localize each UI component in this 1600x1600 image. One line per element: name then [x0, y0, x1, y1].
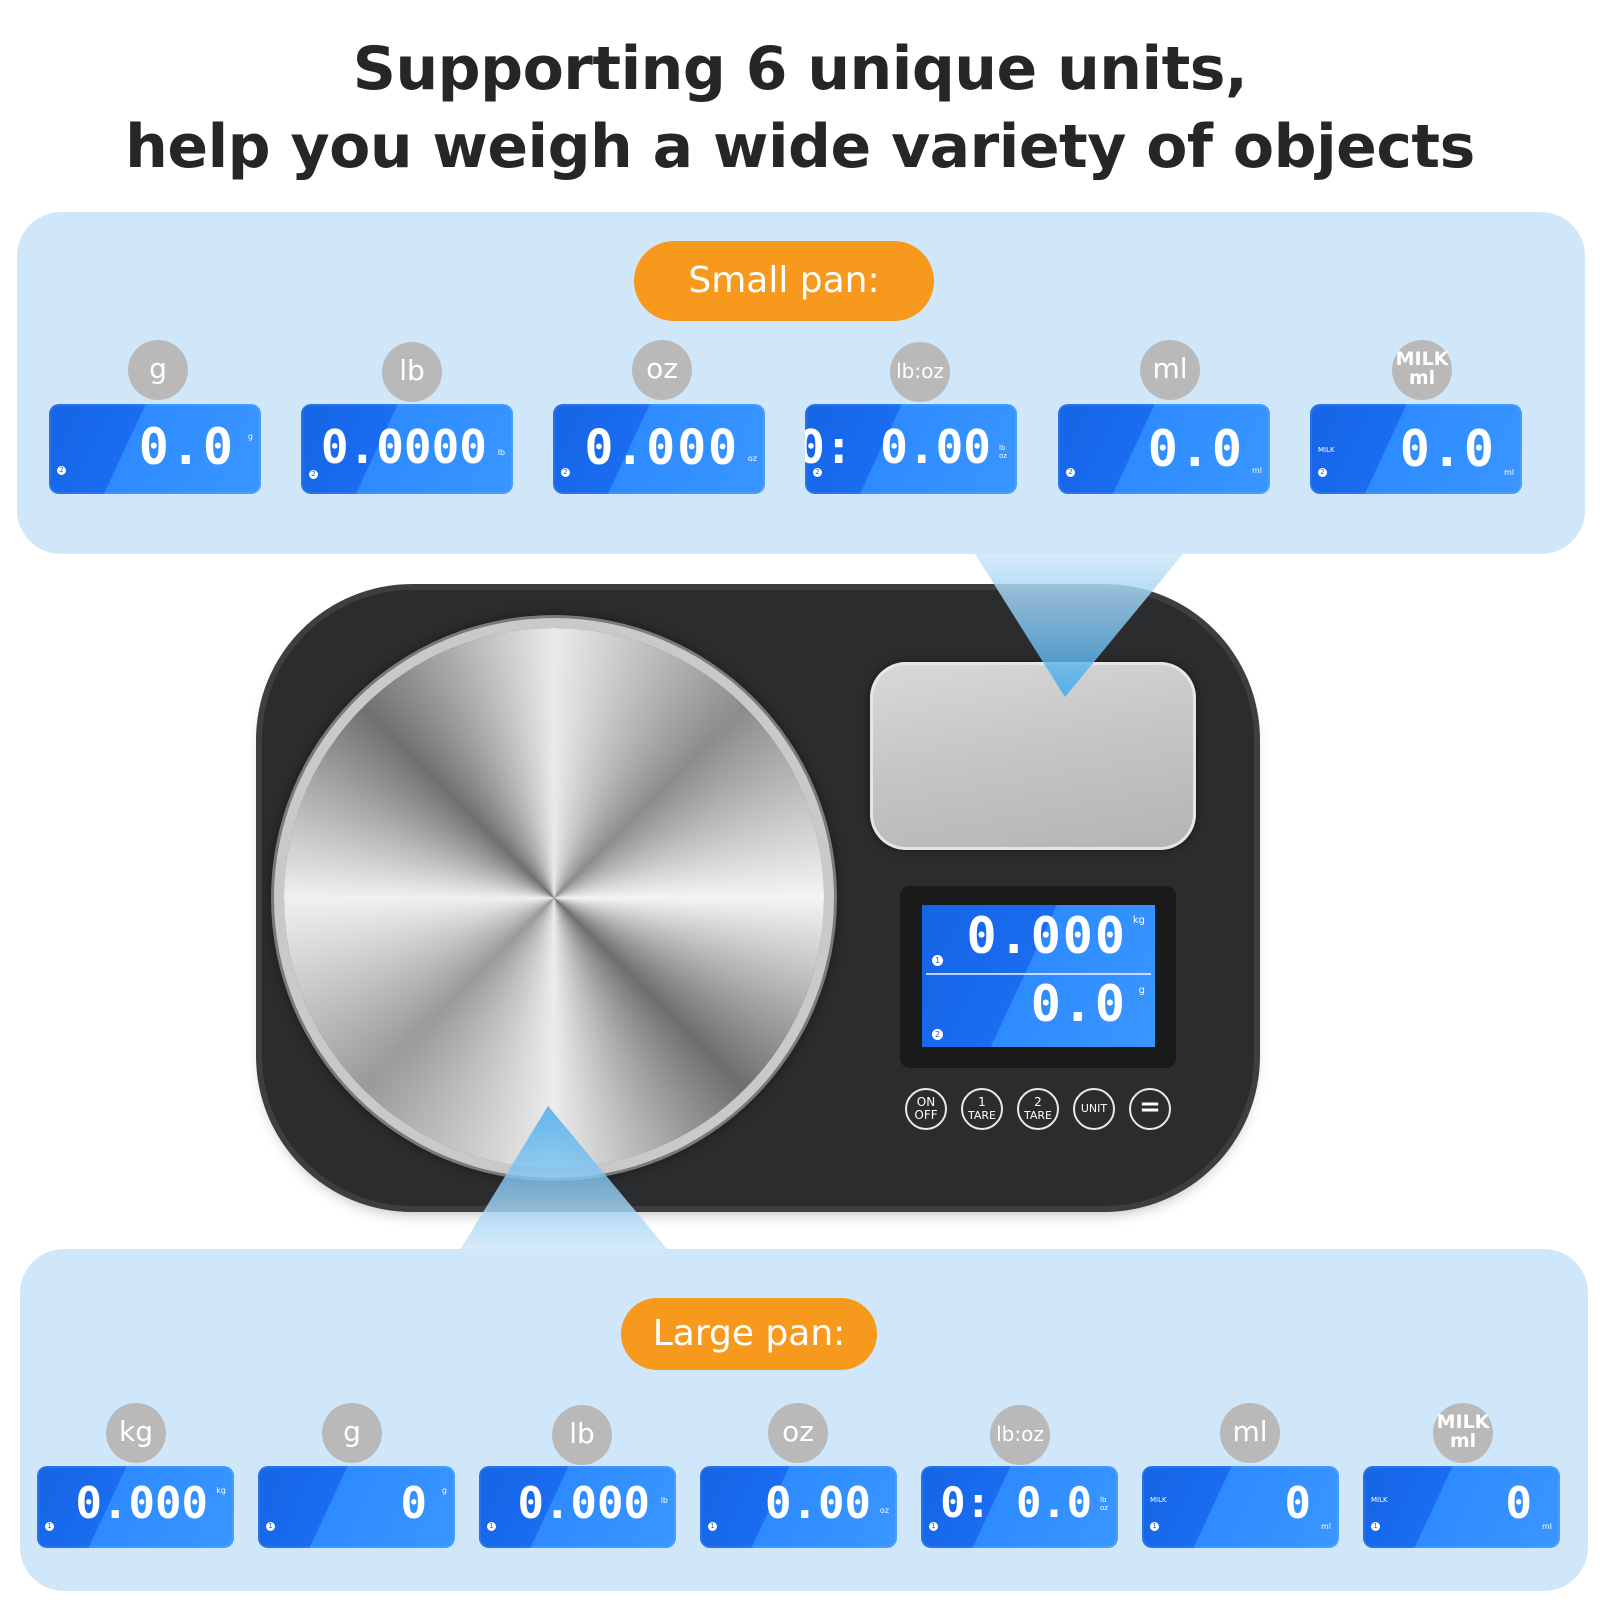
lcd-pan-number: 2 [561, 468, 570, 477]
small-weighing-pan [870, 662, 1196, 850]
unit-badge-oz: oz [632, 340, 692, 400]
unit-badge-lb-oz: lb:oz [890, 342, 950, 402]
lcd-small-lb: 0.0000 lb 2 [301, 404, 513, 494]
on-off-top: ON [916, 1095, 936, 1109]
lcd-large-milk-ml: 0 ml MILK 1 [1363, 1466, 1560, 1548]
lcd-unit: lb oz [1100, 1496, 1108, 1512]
lcd-unit: lb [497, 448, 505, 457]
lcd-unit: kg [216, 1486, 226, 1495]
unit-badge-lb-oz: lb:oz [990, 1405, 1050, 1465]
lcd-unit: ml [1503, 468, 1514, 477]
tare-1-top: 1 [978, 1095, 986, 1109]
lcd-reading: 0 [1505, 1478, 1534, 1529]
tare-2-top: 2 [1034, 1095, 1042, 1109]
lcd-unit: oz [747, 454, 757, 463]
unit-badge-lb: lb [382, 342, 442, 402]
lcd-pan-number: 1 [45, 1522, 54, 1531]
lcd-pan-number: 2 [1066, 468, 1075, 477]
lcd-pan-number: 2 [309, 470, 318, 479]
lcd-large-oz: 0.00 oz 1 [700, 1466, 897, 1548]
unit-badge-kg: kg [106, 1403, 166, 1463]
lcd-reading: 0: 0.0 [940, 1478, 1092, 1527]
lcd-reading: 0.000 [584, 420, 739, 476]
unit-badge-ml: ml [1220, 1403, 1280, 1463]
lcd-reading: 0.0000 [320, 420, 487, 474]
lcd-reading: 0.0 [1147, 420, 1244, 478]
main-pan-number-2: 2 [932, 1029, 943, 1040]
lcd-large-lb-oz: 0: 0.0 lb oz 1 [921, 1466, 1118, 1548]
unit-badge-milk-line1: MILK [1436, 1411, 1490, 1433]
unit-badge-g: g [322, 1403, 382, 1463]
lcd-unit: g [441, 1486, 447, 1495]
lcd-reading: 0.000 [517, 1478, 650, 1529]
unit-badge-milk-line2: ml [1408, 367, 1436, 389]
large-weighing-pan [284, 628, 824, 1168]
unit-button[interactable]: UNIT [1073, 1088, 1115, 1130]
unit-badge-lb: lb [552, 1405, 612, 1465]
unit-badge-milk-ml: MILK ml [1392, 340, 1452, 400]
lcd-small-oz: 0.000 oz 2 [553, 404, 765, 494]
lcd-unit: ml [1251, 466, 1262, 475]
lcd-small-milk-ml: 0.0 ml MILK 2 [1310, 404, 1522, 494]
lcd-reading: 0 [400, 1478, 429, 1529]
lcd-pan-number: 2 [1318, 468, 1327, 477]
lcd-reading: 0: 0.00 [805, 420, 991, 474]
large-pan-label: Large pan: [621, 1298, 877, 1370]
headline-line-2: help you weigh a wide variety of objects [125, 112, 1475, 182]
lcd-pan-number: 1 [1150, 1522, 1159, 1531]
main-unit-pan-1: kg [1132, 915, 1145, 926]
lcd-unit: oz [879, 1506, 889, 1515]
lcd-reading: 0.000 [75, 1478, 208, 1529]
small-pan-label: Small pan: [634, 241, 934, 321]
headline-line-1: Supporting 6 unique units, [352, 34, 1248, 104]
main-reading-pan-1: 0.000 [966, 907, 1127, 965]
lcd-reading: 0 [1284, 1478, 1313, 1529]
tare-1-bottom: TARE [968, 1109, 996, 1122]
unit-badge-milk-line1: MILK [1395, 348, 1449, 370]
lcd-pan-number: 2 [813, 468, 822, 477]
lcd-small-ml: 0.0 ml 2 [1058, 404, 1270, 494]
on-off-button[interactable]: ON OFF [905, 1088, 947, 1130]
tare-2-button[interactable]: 2 TARE [1017, 1088, 1059, 1130]
unit-badge-milk-line2: ml [1449, 1430, 1477, 1452]
main-unit-pan-2: g [1138, 985, 1145, 996]
lcd-large-g: 0 g 1 [258, 1466, 455, 1548]
unit-badge-oz: oz [768, 1403, 828, 1463]
lcd-reading: 0.0 [138, 418, 235, 476]
main-reading-pan-2: 0.0 [1030, 975, 1127, 1033]
main-lcd-divider [926, 973, 1151, 975]
lcd-unit: lb oz [999, 444, 1007, 460]
unit-badge-milk-ml: MILK ml [1433, 1403, 1493, 1463]
lcd-unit: g [247, 432, 253, 441]
lcd-large-ml: 0 ml MILK 1 [1142, 1466, 1339, 1548]
tare-2-bottom: TARE [1024, 1109, 1052, 1122]
lcd-reading: 0.0 [1399, 420, 1496, 478]
tare-1-button[interactable]: 1 TARE [961, 1088, 1003, 1130]
lcd-unit: ml [1541, 1522, 1552, 1531]
lcd-large-lb: 0.000 lb 1 [479, 1466, 676, 1548]
lcd-pan-number: 1 [266, 1522, 275, 1531]
lcd-mode: MILK [1371, 1496, 1388, 1504]
menu-button[interactable]: = [1129, 1088, 1171, 1130]
lcd-pan-number: 1 [1371, 1522, 1380, 1531]
main-lcd-screen: 0.000 kg 1 0.0 g 2 [922, 905, 1155, 1047]
lcd-large-kg: 0.000 kg 1 [37, 1466, 234, 1548]
unit-badge-g: g [128, 340, 188, 400]
lcd-mode: MILK [1150, 1496, 1167, 1504]
lcd-mode: MILK [1318, 446, 1335, 454]
lcd-pan-number: 1 [487, 1522, 496, 1531]
unit-badge-ml: ml [1140, 340, 1200, 400]
main-pan-number-1: 1 [932, 955, 943, 966]
on-off-bottom: OFF [914, 1108, 938, 1122]
lcd-pan-number: 1 [708, 1522, 717, 1531]
lcd-pan-number: 2 [57, 466, 66, 475]
lcd-unit: lb [660, 1496, 668, 1505]
lcd-small-lb-oz: 0: 0.00 lb oz 2 [805, 404, 1017, 494]
lcd-unit: ml [1320, 1522, 1331, 1531]
lcd-reading: 0.00 [765, 1478, 871, 1529]
lcd-small-g: 0.0 g 2 [49, 404, 261, 494]
lcd-pan-number: 1 [929, 1522, 938, 1531]
